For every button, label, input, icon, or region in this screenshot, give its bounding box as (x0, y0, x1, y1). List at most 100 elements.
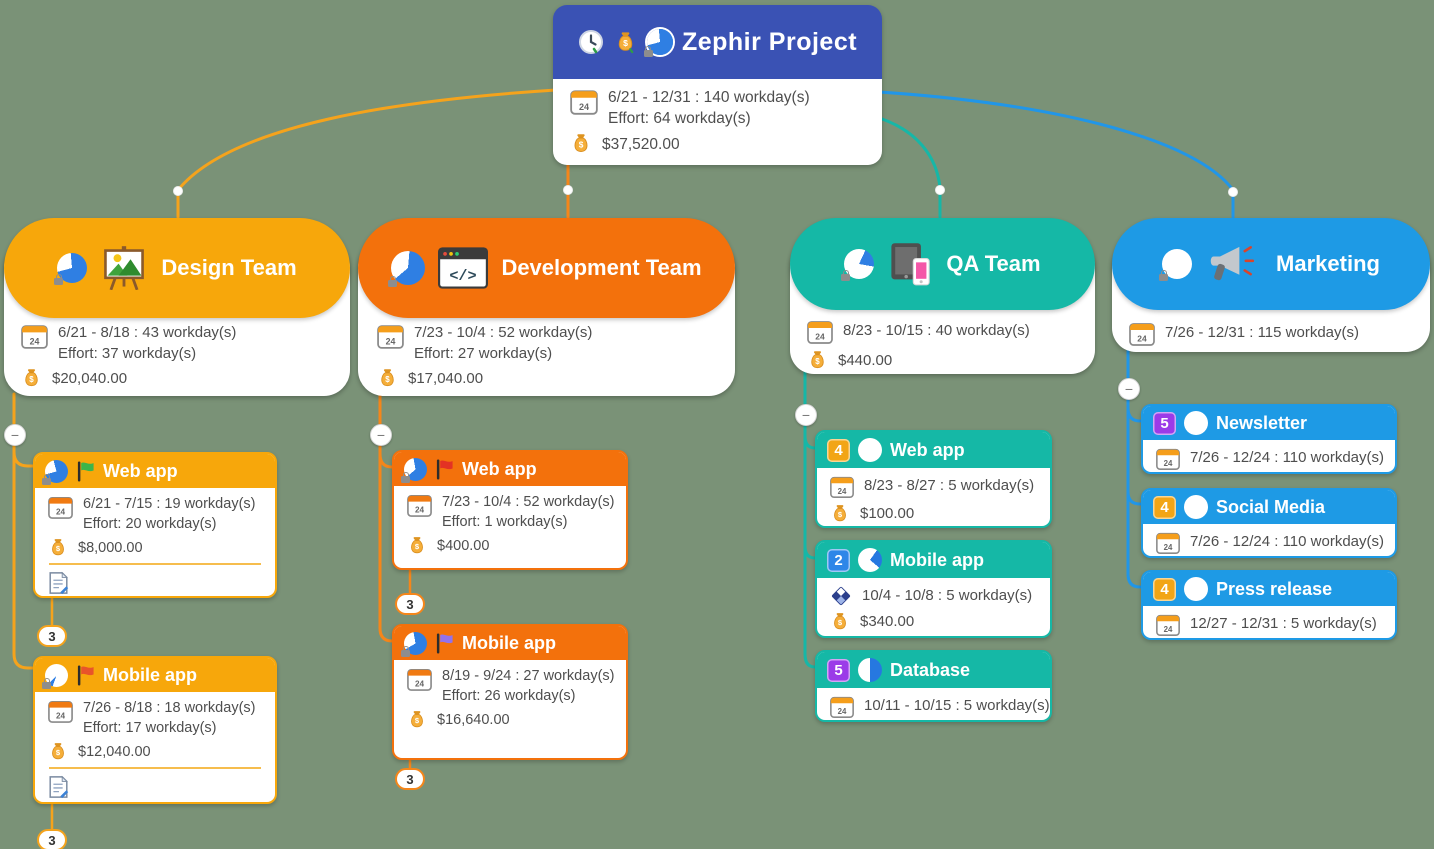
task-date-range: 7/26 - 8/18 : 18 workday(s) (83, 700, 256, 716)
collapse-handle-development[interactable]: − (370, 424, 392, 446)
task-topic-mkt-social-media[interactable]: 4 Social Media 24 7/26 - 12/24 : 110 wor… (1141, 488, 1397, 558)
connector-root-design (176, 88, 558, 219)
svg-text:$: $ (415, 542, 420, 551)
task-date-range: 7/26 - 12/24 : 110 workday(s) (1190, 533, 1384, 550)
team-cost: $440.00 (838, 352, 893, 369)
task-header: 4 Press release (1143, 572, 1395, 606)
priority-badge: 5 (1153, 411, 1176, 435)
task-cost: $8,000.00 (78, 540, 143, 556)
collapsed-count-badge[interactable]: 3 (395, 593, 425, 615)
svg-text:</>: </> (450, 267, 477, 285)
money-bag-icon: $ (47, 741, 69, 763)
task-topic-dev-mobile-app[interactable]: Mobile app 24 8/19 - 9/24 : 27 workday(s… (392, 624, 628, 760)
svg-text:$: $ (838, 510, 843, 519)
progress-circle-icon (858, 658, 882, 682)
code-window-icon: </> (438, 246, 489, 290)
task-date-range: 6/21 - 7/15 : 19 workday(s) (83, 496, 256, 512)
red-flag-icon (76, 664, 95, 687)
task-title: Mobile app (890, 549, 984, 570)
calendar-icon: 24 (1155, 530, 1181, 556)
task-title: Mobile app (103, 664, 197, 685)
red-flag-icon (435, 458, 454, 481)
team-topic-design[interactable]: 24 6/21 - 8/18 : 43 workday(s) Effort: 3… (4, 218, 350, 396)
collapse-handle-qa[interactable]: − (795, 404, 817, 426)
task-title: Database (890, 659, 971, 680)
priority-badge: 4 (827, 438, 850, 462)
note-icon (47, 571, 70, 595)
root-topic-zephir-project[interactable]: $ Zephir Project 24 6/21 - 12/31 : 140 w… (553, 5, 882, 165)
money-bag-icon: $ (47, 537, 69, 559)
team-effort: Effort: 37 workday(s) (58, 345, 197, 362)
collapsed-count-badge[interactable]: 3 (395, 768, 425, 790)
svg-text:$: $ (29, 375, 34, 384)
progress-circle-icon (1184, 495, 1208, 519)
task-effort: Effort: 17 workday(s) (83, 720, 217, 736)
task-date-range: 7/26 - 12/24 : 110 workday(s) (1190, 449, 1384, 466)
priority-badge: 2 (827, 548, 850, 572)
team-date-range: 7/23 - 10/4 : 52 workday(s) (414, 324, 593, 341)
calendar-icon: 24 (406, 666, 433, 693)
task-topic-design-mobile-app[interactable]: Mobile app 24 7/26 - 8/18 : 18 workday(s… (33, 656, 277, 804)
team-topic-qa[interactable]: 24 8/23 - 10/15 : 40 workday(s) $ $440.0… (790, 218, 1095, 374)
task-date-range: 7/23 - 10/4 : 52 workday(s) (442, 494, 615, 510)
connector-dev-webapp (378, 452, 394, 469)
task-title: Social Media (1216, 496, 1326, 517)
task-details: 24 8/19 - 9/24 : 27 workday(s) Effort: 2… (394, 660, 626, 731)
calendar-icon: 24 (806, 318, 834, 346)
team-date-range: 8/23 - 10/15 : 40 workday(s) (843, 322, 1030, 339)
task-date-range: 10/4 - 10/8 : 5 workday(s) (862, 587, 1033, 604)
connector-qa-trunk (803, 370, 817, 669)
team-date-range: 6/21 - 8/18 : 43 workday(s) (58, 324, 237, 341)
connector-qa-webapp (803, 434, 817, 450)
collapse-handle-marketing[interactable]: − (1118, 378, 1140, 400)
progress-circle-icon (858, 548, 882, 572)
collapse-handle-design[interactable]: − (4, 424, 26, 446)
calendar-icon: 24 (829, 694, 855, 720)
note-icon (47, 775, 70, 799)
task-effort: Effort: 1 workday(s) (442, 514, 568, 530)
task-topic-qa-database[interactable]: 5 Database 24 10/11 - 10/15 : 5 workday(… (815, 650, 1052, 722)
task-topic-dev-web-app[interactable]: Web app 24 7/23 - 10/4 : 52 workday(s) E… (392, 450, 628, 570)
team-topic-marketing[interactable]: 24 7/26 - 12/31 : 115 workday(s) Marketi… (1112, 218, 1430, 352)
task-cost: $12,040.00 (78, 744, 151, 760)
collapsed-count-badge[interactable]: 3 (37, 829, 67, 849)
task-topic-mkt-newsletter[interactable]: 5 Newsletter 24 7/26 - 12/24 : 110 workd… (1141, 404, 1397, 474)
tablet-phone-icon (887, 242, 933, 286)
task-topic-qa-web-app[interactable]: 4 Web app 24 8/23 - 8/27 : 5 workday(s) … (815, 430, 1052, 528)
task-cost: $16,640.00 (437, 712, 510, 728)
task-details: 10/4 - 10/8 : 5 workday(s) $ $340.00 (817, 578, 1050, 633)
connector-mkt-socialmedia (1126, 490, 1142, 506)
connector-mkt-newsletter (1126, 406, 1142, 423)
money-bag-icon: $ (406, 709, 428, 731)
task-topic-mkt-press-release[interactable]: 4 Press release 24 12/27 - 12/31 : 5 wor… (1141, 570, 1397, 640)
priority-badge: 5 (827, 658, 850, 682)
task-effort: Effort: 26 workday(s) (442, 688, 576, 704)
svg-text:24: 24 (56, 508, 66, 517)
money-bag-icon: $ (806, 349, 829, 372)
svg-text:24: 24 (1137, 334, 1147, 344)
team-topic-development[interactable]: 24 7/23 - 10/4 : 52 workday(s) Effort: 2… (358, 218, 735, 396)
task-header: 5 Database (817, 652, 1050, 688)
svg-text:$: $ (385, 375, 390, 384)
team-title: Marketing (1276, 251, 1380, 276)
task-date-range: 10/11 - 10/15 : 5 workday(s) (864, 697, 1050, 714)
task-title: Newsletter (1216, 412, 1308, 433)
calendar-icon: 24 (829, 474, 855, 500)
money-bag-icon: $ (569, 132, 593, 156)
milestone-diamond-icon (829, 584, 853, 608)
task-details: 24 7/23 - 10/4 : 52 workday(s) Effort: 1… (394, 486, 626, 557)
money-bag-icon: $ (613, 30, 638, 55)
task-date-range: 8/19 - 9/24 : 27 workday(s) (442, 668, 615, 684)
collapsed-count-badge[interactable]: 3 (37, 625, 67, 647)
task-details: 24 7/26 - 12/24 : 110 workday(s) (1143, 440, 1395, 472)
team-cost: $17,040.00 (408, 370, 484, 387)
task-details: 24 10/11 - 10/15 : 5 workday(s) (817, 688, 1050, 720)
team-title: QA Team (946, 251, 1041, 276)
task-topic-design-web-app[interactable]: Web app 24 6/21 - 7/15 : 19 workday(s) E… (33, 452, 277, 598)
junction-dot (173, 186, 183, 196)
task-topic-qa-mobile-app[interactable]: 2 Mobile app 10/4 - 10/8 : 5 workday(s) … (815, 540, 1052, 638)
root-date-range: 6/21 - 12/31 : 140 workday(s) (608, 89, 810, 106)
task-header: 5 Newsletter (1143, 406, 1395, 440)
svg-text:24: 24 (386, 336, 396, 346)
